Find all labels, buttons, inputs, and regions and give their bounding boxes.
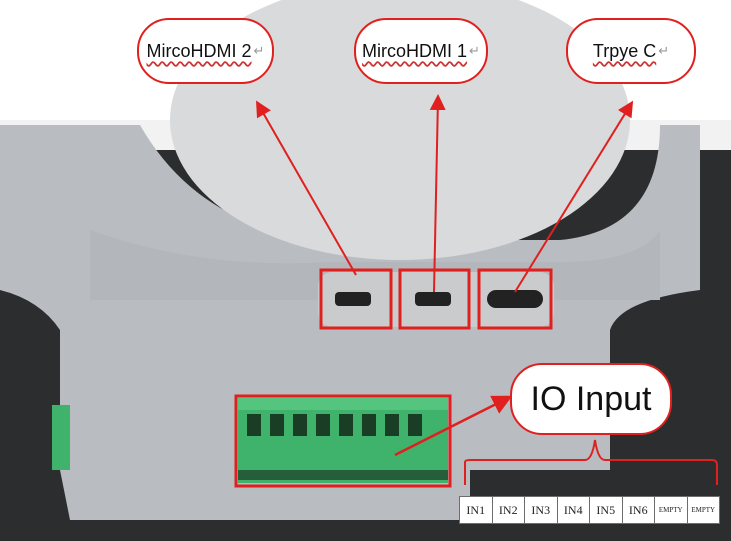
io-input-table: IN1 IN2 IN3 IN4 IN5 IN6 EMPTY EMPTY xyxy=(459,496,720,524)
table-cell: IN6 xyxy=(621,496,655,524)
terminal-block-icon xyxy=(238,398,448,483)
callout-label: IO Input xyxy=(530,379,652,418)
table-cell: IN3 xyxy=(524,496,558,524)
hdmi2-arrow xyxy=(256,100,357,276)
callout-label: MircoHDMI 2 xyxy=(146,40,252,61)
typec-highlight-box xyxy=(477,268,553,330)
callout-label: MircoHDMI 1 xyxy=(362,40,468,61)
io-bracket xyxy=(464,439,718,485)
table-cell: EMPTY xyxy=(654,496,688,524)
hdmi2-highlight-box xyxy=(319,268,393,330)
table-cell: EMPTY xyxy=(686,496,720,524)
top-disc xyxy=(170,0,630,260)
table-cell: IN1 xyxy=(459,496,493,524)
table-cell: IN2 xyxy=(491,496,525,524)
io-arrow xyxy=(394,395,513,457)
callout-type-c: Trpye C↵ xyxy=(566,18,696,84)
io-highlight-box xyxy=(234,394,452,488)
hdmi1-arrow xyxy=(429,94,446,293)
table-row: IN1 IN2 IN3 IN4 IN5 IN6 EMPTY EMPTY xyxy=(459,496,720,524)
micro-hdmi-port-icon xyxy=(415,292,451,306)
usb-c-port-icon xyxy=(487,290,543,308)
micro-hdmi-port-icon xyxy=(335,292,371,306)
callout-io-input: IO Input xyxy=(510,363,672,435)
callout-label: Trpye C xyxy=(592,40,657,61)
callout-micro-hdmi-1: MircoHDMI 1↵ xyxy=(354,18,488,84)
callout-micro-hdmi-2: MircoHDMI 2↵ xyxy=(137,18,274,84)
side-connector xyxy=(52,405,70,470)
typec-arrow xyxy=(514,100,634,293)
table-cell: IN5 xyxy=(589,496,623,524)
table-cell: IN4 xyxy=(556,496,590,524)
